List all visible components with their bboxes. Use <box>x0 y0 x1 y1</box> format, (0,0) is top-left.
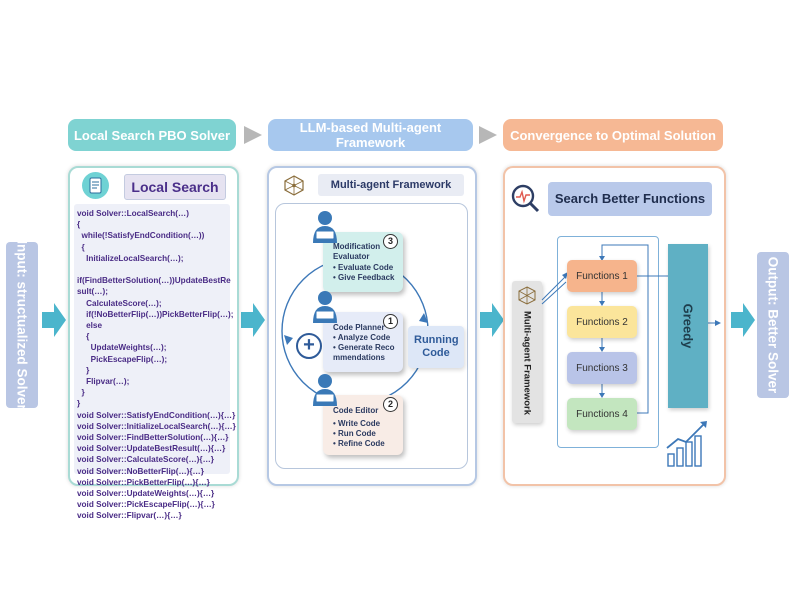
agent-planner-items: • Analyze Code • Generate Reco mmendatio… <box>333 333 395 362</box>
agent-card-planner: Code Planner • Analyze Code • Generate R… <box>323 312 403 372</box>
arrow-input-to-left <box>42 303 66 337</box>
multi-agent-title-text: Multi-agent Framework <box>330 179 452 191</box>
network-cube-icon <box>283 174 305 196</box>
agent-avatar-editor <box>313 374 337 406</box>
code-block: void Solver::LocalSearch(…) { while(!Sat… <box>77 209 236 521</box>
greedy-box: Greedy <box>668 244 708 408</box>
agent-editor-number: 2 <box>383 397 398 412</box>
arrow-middle-to-right <box>480 303 504 337</box>
agent-planner-item-1: Analyze Code <box>337 333 391 342</box>
agent-editor-item-1: Write Code <box>338 419 381 428</box>
document-icon <box>82 172 109 199</box>
arrow-left-to-middle <box>241 303 265 337</box>
function-box-3: Functions 3 <box>567 352 637 384</box>
agent-avatar-evaluator <box>313 211 337 243</box>
agent-evaluator-item-1: Evaluate Code <box>338 263 394 272</box>
local-search-title-text: Local Search <box>131 179 219 195</box>
agent-card-editor: Code Editor • Write Code • Run Code • Re… <box>323 395 403 455</box>
search-better-functions-title: Search Better Functions <box>548 182 712 216</box>
agent-planner-name: Code Planner <box>333 323 385 332</box>
output-bar: Output: Better Solver <box>757 252 789 398</box>
agent-evaluator-items: • Evaluate Code • Give Feedback <box>333 263 395 282</box>
agent-editor-item-3: Refine Code <box>338 439 385 448</box>
header-arrow-2 <box>479 126 497 144</box>
header-arrow-1 <box>244 126 262 144</box>
function-1-label: Functions 1 <box>576 270 628 282</box>
arrow-right-to-output <box>731 303 755 337</box>
header-local-search-solver: Local Search PBO Solver <box>68 119 236 151</box>
agent-planner-item-2: Generate Reco mmendations <box>333 343 395 362</box>
local-search-title: Local Search <box>124 174 226 200</box>
framework-cube-icon <box>518 286 536 305</box>
search-magnifier-icon <box>509 182 541 214</box>
multi-agent-title: Multi-agent Framework <box>318 174 464 196</box>
agent-editor-item-2: Run Code <box>338 429 376 438</box>
function-box-1: Functions 1 <box>567 260 637 292</box>
agent-planner-number: 1 <box>383 314 398 329</box>
running-code-box: Running Code <box>408 326 464 368</box>
add-agent-icon: + <box>296 333 322 359</box>
functions-frame <box>557 236 659 448</box>
code-block-bg <box>74 204 230 474</box>
header-right-label: Convergence to Optimal Solution <box>510 127 716 143</box>
function-2-label: Functions 2 <box>576 316 628 328</box>
multi-agent-framework-box: Multi-agent Framework <box>512 281 542 423</box>
header-convergence: Convergence to Optimal Solution <box>503 119 723 151</box>
header-left-label: Local Search PBO Solver <box>73 127 231 143</box>
running-code-label: Running Code <box>414 334 459 359</box>
function-box-4: Functions 4 <box>567 398 637 430</box>
search-better-functions-text: Search Better Functions <box>554 191 706 206</box>
function-3-label: Functions 3 <box>576 362 628 374</box>
header-middle-label: LLM-based Multi-agent Framework <box>299 120 442 150</box>
agent-editor-name: Code Editor <box>333 406 379 415</box>
input-bar: Input: structualized Solver <box>6 240 38 410</box>
header-llm-framework: LLM-based Multi-agent Framework <box>268 119 473 151</box>
agent-evaluator-item-2: Give Feedback <box>338 273 395 282</box>
growth-chart-icon <box>664 420 710 468</box>
function-box-2: Functions 2 <box>567 306 637 338</box>
agent-evaluator-name: Modification Evaluator <box>333 242 381 261</box>
agent-evaluator-number: 3 <box>383 234 398 249</box>
agent-editor-items: • Write Code • Run Code • Refine Code <box>333 419 385 448</box>
function-4-label: Functions 4 <box>576 408 628 420</box>
greedy-label: Greedy <box>680 303 696 349</box>
agent-avatar-planner <box>313 291 337 323</box>
